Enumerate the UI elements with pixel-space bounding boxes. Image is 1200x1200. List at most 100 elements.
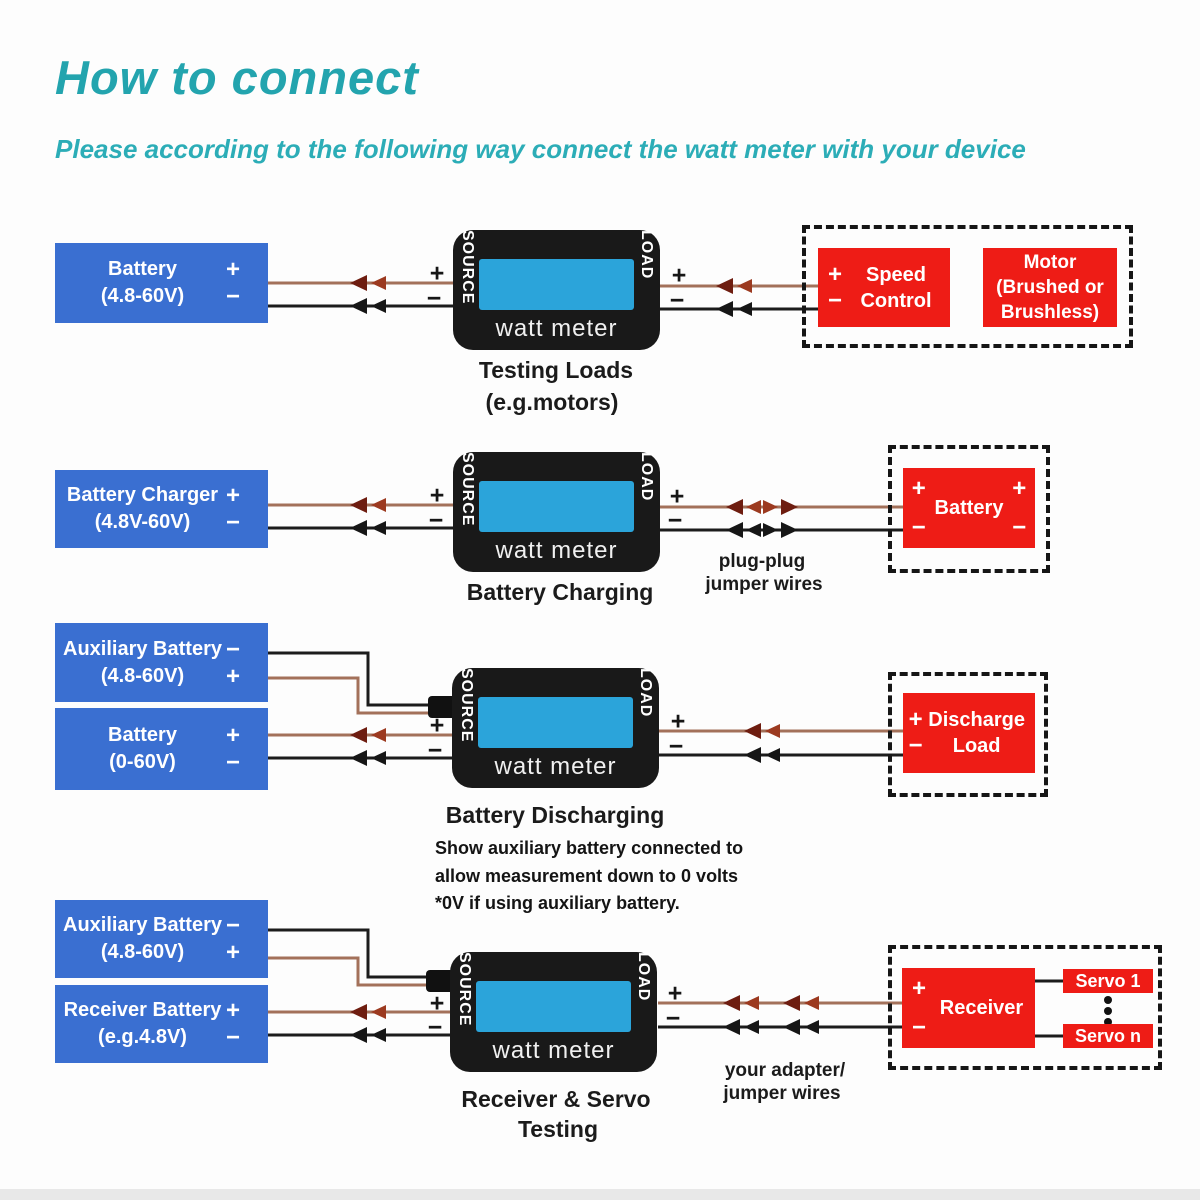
plus-terminal: +	[911, 974, 926, 1002]
plus-label: +	[669, 482, 685, 511]
row1-caption-line2: (e.g.motors)	[485, 389, 619, 415]
box-label: Motor (Brushed or Brushless)	[983, 250, 1117, 325]
label-line: (4.8-60V)	[100, 941, 185, 963]
plus-terminal: +	[911, 474, 926, 502]
meter-source-label: SOURCE	[459, 230, 476, 305]
motor-box: Motor (Brushed or Brushless)	[983, 248, 1117, 327]
label-line: Auxiliary Battery	[63, 914, 222, 936]
load-group-outline-row1	[802, 225, 1133, 348]
battery-charger-box: Battery Charger (4.8V-60V) + −	[55, 470, 268, 548]
box-label: Receiver	[939, 997, 1024, 1019]
box-terminals: − +	[226, 912, 268, 966]
box-label: Discharge Load	[928, 707, 1035, 759]
plus-terminal: +	[226, 482, 241, 509]
minus-label: −	[669, 286, 685, 315]
meter-source-label: SOURCE	[458, 668, 475, 743]
row4-aux-wires	[268, 928, 430, 987]
minus-terminal: −	[226, 912, 241, 939]
plus-terminal: +	[827, 260, 842, 288]
meter-screen	[479, 259, 634, 310]
bottom-edge-band	[0, 1189, 1200, 1200]
box-terminals: + −	[1003, 475, 1035, 542]
plus-label: +	[667, 979, 683, 1008]
row4-load-wires	[658, 1001, 903, 1029]
battery-source-box: Battery (4.8-60V) + −	[55, 243, 268, 323]
box-label: Auxiliary Battery (4.8-60V)	[55, 636, 226, 690]
meter-source-label: SOURCE	[459, 452, 476, 527]
box-label: Battery (0-60V)	[55, 722, 226, 776]
speed-control-box: + − Speed Control	[818, 248, 950, 327]
label-line: Battery	[108, 258, 177, 280]
minus-terminal: −	[827, 286, 842, 314]
watt-meter-name: watt meter	[495, 315, 618, 342]
label-line: Control	[860, 289, 932, 312]
meter-load-label: LOAD	[635, 952, 652, 1002]
label-line: Motor	[1023, 252, 1077, 273]
meter-screen	[476, 981, 631, 1032]
minus-terminal: −	[911, 513, 926, 541]
row1-caption-line1: Testing Loads	[478, 357, 634, 383]
meter-load-label: LOAD	[637, 668, 654, 718]
aux-plug-row3	[428, 696, 456, 718]
battery-0-60v-box: Battery (0-60V) + −	[55, 708, 268, 790]
minus-terminal: −	[226, 1024, 241, 1051]
row3-note-1: Show auxiliary battery connected to	[435, 838, 744, 858]
label-line: (Brushed or	[996, 277, 1104, 298]
minus-terminal: −	[226, 283, 241, 310]
label-line: Speed	[865, 263, 927, 286]
box-label: Battery (4.8-60V)	[55, 256, 226, 310]
minus-label: −	[427, 736, 443, 765]
receiver-box: + − Receiver	[902, 968, 1035, 1048]
load-group-outline-row3	[888, 672, 1048, 797]
load-group-outline-row4	[888, 945, 1162, 1070]
box-terminals: + −	[903, 475, 935, 542]
watt-meter-name: watt meter	[495, 537, 618, 564]
receiver-battery-box: Receiver Battery (e.g.4.8V) + −	[55, 985, 268, 1063]
box-terminals: + −	[903, 707, 928, 759]
plus-label: +	[429, 711, 445, 740]
row4-caption-line1: Receiver & Servo	[461, 1086, 651, 1112]
label-line: Battery Charger	[66, 484, 219, 506]
row3-note-2: allow measurement down to 0 volts	[435, 866, 739, 886]
minus-label: −	[668, 732, 684, 761]
minus-label: −	[428, 506, 444, 535]
aux-battery-box-row3: Auxiliary Battery (4.8-60V) − +	[55, 623, 268, 702]
watt-meter-3: SOURCE LOAD watt meter	[452, 668, 659, 788]
plus-label: +	[429, 481, 445, 510]
meter-source-label: SOURCE	[456, 952, 473, 1027]
label-line: (e.g.4.8V)	[98, 1026, 187, 1048]
box-label: Receiver Battery (e.g.4.8V)	[55, 997, 226, 1051]
plus-terminal: +	[226, 256, 241, 283]
page-title: How to connect	[55, 51, 419, 104]
battery-load-box: + − Battery + −	[903, 468, 1035, 548]
page-subtitle: Please according to the following way co…	[55, 134, 1026, 164]
box-terminals: + −	[226, 997, 268, 1051]
minus-label: −	[665, 1004, 681, 1033]
adapter-label: your adapter/	[724, 1060, 846, 1081]
watt-meter-4: SOURCE LOAD watt meter	[450, 952, 657, 1072]
label-line: Battery	[108, 724, 177, 746]
plus-label: +	[429, 259, 445, 288]
label-line: Discharge	[928, 709, 1025, 731]
discharge-load-box: + − Discharge Load	[903, 693, 1035, 773]
box-terminals: + −	[818, 260, 852, 314]
label-line: (4.8-60V)	[100, 285, 185, 307]
servo-n-box: Servo n	[1063, 1024, 1153, 1048]
row3-aux-wires	[268, 651, 432, 715]
row2-caption: Battery Charging	[466, 579, 654, 605]
box-terminals: + −	[226, 722, 268, 776]
box-terminals: + −	[226, 256, 268, 310]
plus-terminal: +	[1012, 474, 1027, 502]
minus-label: −	[427, 1013, 443, 1042]
label-line: (4.8-60V)	[100, 664, 185, 687]
minus-label: −	[426, 284, 442, 313]
load-group-outline-row2	[888, 445, 1050, 573]
box-terminals: + −	[226, 482, 268, 536]
row3-load-wires	[658, 729, 904, 757]
jumper-wires-label: jumper wires	[705, 574, 823, 595]
aux-battery-box-row4: Auxiliary Battery (4.8-60V) − +	[55, 900, 268, 978]
label-line: Auxiliary Battery	[63, 637, 222, 660]
box-label: Speed Control	[852, 262, 950, 314]
